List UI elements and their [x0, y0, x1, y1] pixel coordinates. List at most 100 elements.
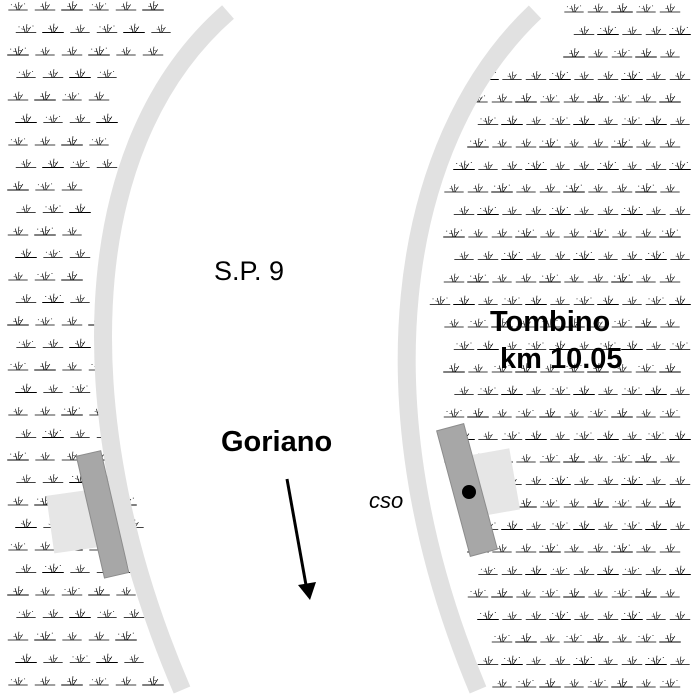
- grass-tuft-icon: [61, 316, 83, 326]
- grass-tuft-icon: [539, 318, 561, 328]
- grass-tuft-icon: [515, 228, 537, 238]
- grass-tuft-icon: [88, 91, 110, 101]
- grass-tuft-icon: [515, 633, 537, 643]
- grass-tuft-icon: [515, 678, 537, 688]
- grass-tuft-icon: [660, 49, 680, 58]
- grass-tuft-icon: [635, 588, 657, 598]
- grass-tuft-icon: [34, 631, 56, 641]
- grass-tuft-icon: [7, 226, 29, 236]
- grass-tuft-icon: [611, 183, 633, 193]
- grass-tuft-icon: [525, 341, 547, 350]
- grass-tuft-icon: [453, 341, 475, 350]
- grass-tuft-icon: [42, 204, 64, 213]
- grass-tuft-icon: [636, 409, 656, 418]
- grass-tuft-icon: [539, 678, 561, 688]
- grass-tuft-icon: [669, 611, 691, 620]
- grass-tuft-icon: [97, 69, 117, 78]
- grass-tuft-icon: [69, 249, 91, 258]
- grass-tuft-icon: [69, 654, 91, 663]
- grass-tuft-icon: [62, 632, 82, 641]
- grass-tuft-icon: [549, 251, 571, 260]
- grass-tuft-icon: [549, 475, 571, 485]
- grass-tuft-icon: [646, 611, 666, 620]
- grass-tuft-icon: [587, 228, 609, 238]
- grass-tuft-icon: [8, 272, 28, 281]
- grass-tuft-icon: [612, 634, 632, 643]
- grass-tuft-icon: [550, 431, 570, 440]
- grass-tuft-icon: [550, 296, 570, 305]
- grass-tuft-icon: [62, 362, 82, 371]
- grass-tuft-icon: [669, 430, 691, 440]
- grass-tuft-icon: [7, 631, 29, 641]
- grass-tuft-icon: [659, 498, 681, 508]
- grass-tuft-icon: [501, 655, 523, 665]
- grass-tuft-icon: [669, 25, 691, 35]
- grass-tuft-icon: [492, 679, 512, 688]
- grass-tuft-icon: [598, 116, 618, 125]
- grass-tuft-icon: [444, 319, 464, 328]
- grass-tuft-icon: [549, 70, 571, 80]
- grass-tuft-icon: [69, 608, 91, 618]
- grass-tuft-icon: [8, 677, 28, 686]
- grass-tuft-icon: [646, 341, 666, 350]
- grass-tuft-icon: [549, 610, 571, 620]
- grass-tuft-icon: [115, 676, 137, 686]
- grass-tuft-icon: [563, 228, 585, 238]
- grass-tuft-icon: [549, 521, 571, 530]
- grass-tuft-icon: [453, 206, 475, 215]
- grass-tuft-icon: [62, 227, 82, 236]
- grass-tuft-icon: [587, 93, 609, 103]
- grass-tuft-icon: [635, 48, 657, 58]
- grass-tuft-icon: [515, 93, 537, 103]
- grass-tuft-icon: [621, 521, 643, 530]
- grass-tuft-icon: [96, 653, 118, 663]
- grass-tuft-icon: [659, 678, 681, 688]
- grass-tuft-icon: [660, 319, 680, 328]
- grass-tuft-icon: [612, 94, 632, 103]
- grass-tuft-icon: [574, 341, 594, 350]
- grass-tuft-icon: [515, 273, 537, 283]
- grass-tuft-icon: [660, 454, 680, 463]
- grass-tuft-icon: [621, 386, 643, 395]
- grass-tuft-icon: [587, 498, 609, 508]
- grass-tuft-icon: [574, 71, 594, 80]
- grass-tuft-icon: [525, 295, 547, 305]
- grass-tuft-icon: [621, 205, 643, 215]
- grass-tuft-icon: [61, 406, 83, 416]
- grass-tuft-icon: [635, 453, 657, 463]
- grass-tuft-icon: [670, 116, 690, 125]
- grass-tuft-icon: [8, 2, 28, 11]
- grass-tuft-icon: [42, 428, 64, 438]
- grass-tuft-icon: [588, 184, 608, 193]
- grass-tuft-icon: [659, 408, 681, 418]
- grass-tuft-icon: [142, 1, 164, 11]
- grass-tuft-icon: [35, 587, 55, 596]
- grass-tuft-icon: [636, 139, 656, 148]
- grass-tuft-icon: [549, 656, 571, 665]
- grass-tuft-icon: [635, 633, 657, 643]
- road-edge-left: [94, 5, 234, 694]
- grass-tuft-icon: [516, 319, 536, 328]
- grass-tuft-icon: [15, 159, 37, 168]
- grass-tuft-icon: [539, 453, 561, 463]
- grass-tuft-icon: [645, 385, 667, 395]
- grass-tuft-icon: [88, 631, 110, 641]
- grass-tuft-icon: [573, 520, 595, 530]
- grass-tuft-icon: [467, 408, 489, 418]
- grass-tuft-icon: [89, 137, 109, 146]
- grass-tuft-icon: [670, 656, 690, 665]
- grass-tuft-icon: [42, 158, 64, 168]
- grass-tuft-icon: [515, 138, 537, 148]
- grass-tuft-icon: [540, 229, 560, 238]
- grass-tuft-icon: [526, 251, 546, 260]
- grass-tuft-icon: [597, 206, 619, 215]
- grass-tuft-icon: [468, 364, 488, 373]
- grass-tuft-icon: [621, 656, 643, 665]
- grass-tuft-icon: [563, 633, 585, 643]
- grass-tuft-icon: [35, 47, 55, 56]
- grass-tuft-icon: [659, 543, 681, 553]
- grass-tuft-icon: [564, 4, 584, 13]
- grass-tuft-icon: [61, 586, 83, 596]
- grass-tuft-icon: [7, 316, 29, 326]
- grass-tuft-icon: [477, 386, 499, 395]
